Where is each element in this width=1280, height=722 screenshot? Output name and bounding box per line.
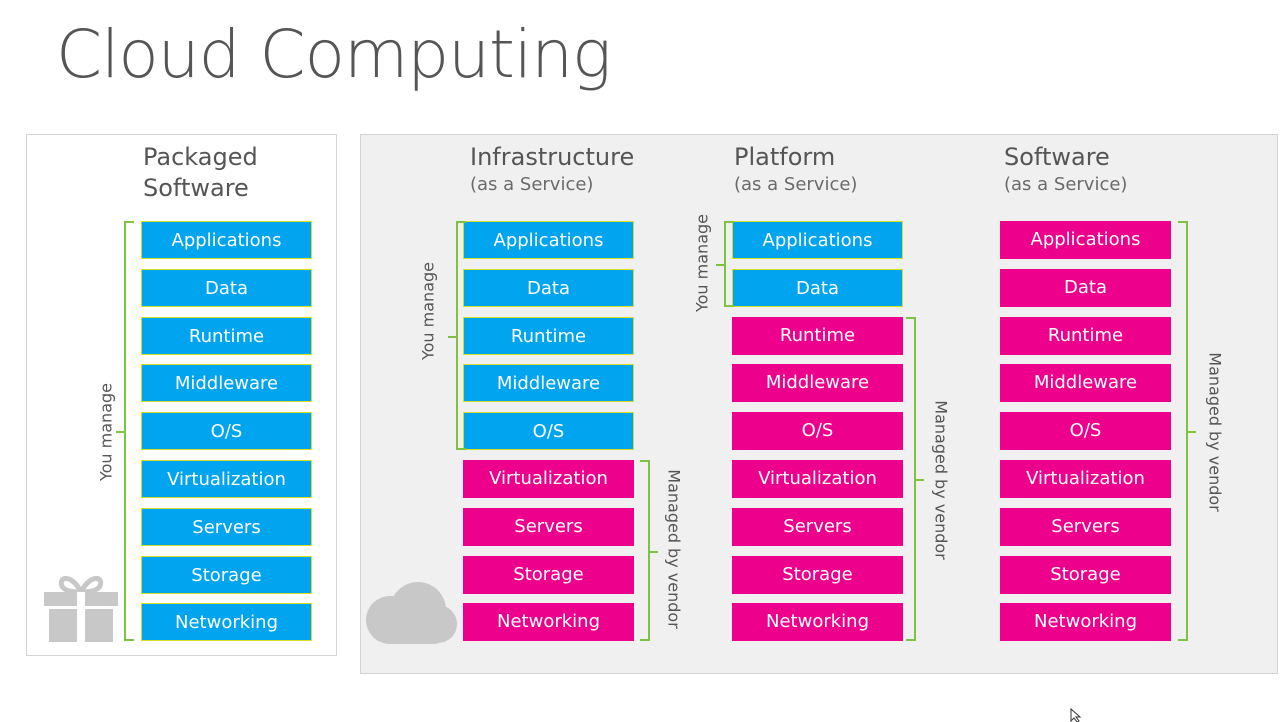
vendor-bracket-iaas-tick <box>650 551 658 553</box>
stack-layer-data: Data <box>463 269 634 307</box>
heading-line2: (as a Service) <box>1004 174 1128 195</box>
stack-layer-applications: Applications <box>1000 221 1171 259</box>
stack-layer-applications: Applications <box>141 221 312 259</box>
stack-layer-o-s: O/S <box>732 412 903 450</box>
stack-layer-middleware: Middleware <box>1000 364 1171 402</box>
heading-line1: Software <box>1004 143 1110 171</box>
stack-layer-virtualization: Virtualization <box>1000 460 1171 498</box>
vendor-bracket-saas-tick <box>1188 431 1196 433</box>
stack-layer-middleware: Middleware <box>732 364 903 402</box>
stack-layer-networking: Networking <box>463 603 634 641</box>
you-manage-bracket-iaas <box>456 221 466 450</box>
stack-layer-servers: Servers <box>732 508 903 546</box>
stack-layer-middleware: Middleware <box>141 364 312 402</box>
stack-layer-networking: Networking <box>732 603 903 641</box>
heading-line2: (as a Service) <box>734 174 858 195</box>
stack-layer-runtime: Runtime <box>463 317 634 355</box>
vendor-label-saas: Managed by vendor <box>1205 352 1225 512</box>
heading-line2: Software <box>143 174 249 202</box>
stack-layer-data: Data <box>732 269 903 307</box>
heading-packaged-software: Packaged Software <box>143 142 258 204</box>
you-manage-label-iaas: You manage <box>418 262 438 360</box>
stack-layer-applications: Applications <box>732 221 903 259</box>
stack-layer-servers: Servers <box>463 508 634 546</box>
you-manage-bracket-paas-tick <box>716 264 724 266</box>
stack-layer-o-s: O/S <box>463 412 634 450</box>
you-manage-label-packaged: You manage <box>96 383 116 481</box>
stack-layer-networking: Networking <box>1000 603 1171 641</box>
stack-layer-networking: Networking <box>141 603 312 641</box>
stack-layer-storage: Storage <box>732 556 903 594</box>
stack-layer-runtime: Runtime <box>1000 317 1171 355</box>
stack-layer-data: Data <box>1000 269 1171 307</box>
stack-layer-applications: Applications <box>463 221 634 259</box>
heading-line2: (as a Service) <box>470 174 594 195</box>
cloud-icon <box>366 582 457 644</box>
you-manage-bracket-paas <box>724 221 734 307</box>
vendor-bracket-paas-tick <box>916 479 924 481</box>
vendor-label-paas: Managed by vendor <box>931 400 951 560</box>
heading-line1: Infrastructure <box>470 143 635 171</box>
stack-layer-storage: Storage <box>141 556 312 594</box>
vendor-bracket-paas <box>906 317 916 641</box>
stack-layer-o-s: O/S <box>141 412 312 450</box>
stack-layer-runtime: Runtime <box>141 317 312 355</box>
heading-iaas: Infrastructure (as a Service) <box>470 142 634 197</box>
you-manage-label-paas: You manage <box>692 214 712 312</box>
stack-layer-runtime: Runtime <box>732 317 903 355</box>
you-manage-bracket-packaged-tick <box>116 431 124 433</box>
stack-layer-middleware: Middleware <box>463 364 634 402</box>
stack-layer-storage: Storage <box>1000 556 1171 594</box>
stack-layer-data: Data <box>141 269 312 307</box>
vendor-bracket-iaas <box>640 460 650 641</box>
stack-layer-servers: Servers <box>141 508 312 546</box>
heading-line1: Packaged <box>143 143 258 171</box>
stack-layer-virtualization: Virtualization <box>141 460 312 498</box>
stack-layer-storage: Storage <box>463 556 634 594</box>
heading-line1: Platform <box>734 143 836 171</box>
stack-layer-servers: Servers <box>1000 508 1171 546</box>
vendor-bracket-saas <box>1178 221 1188 641</box>
page-title: Cloud Computing <box>56 16 612 93</box>
gift-icon <box>44 576 118 642</box>
stack-layer-virtualization: Virtualization <box>732 460 903 498</box>
vendor-label-iaas: Managed by vendor <box>664 469 684 629</box>
you-manage-bracket-packaged <box>124 221 134 641</box>
stack-layer-virtualization: Virtualization <box>463 460 634 498</box>
stack-layer-o-s: O/S <box>1000 412 1171 450</box>
you-manage-bracket-iaas-tick <box>448 336 456 338</box>
heading-saas: Software (as a Service) <box>1004 142 1127 197</box>
heading-paas: Platform (as a Service) <box>734 142 857 197</box>
